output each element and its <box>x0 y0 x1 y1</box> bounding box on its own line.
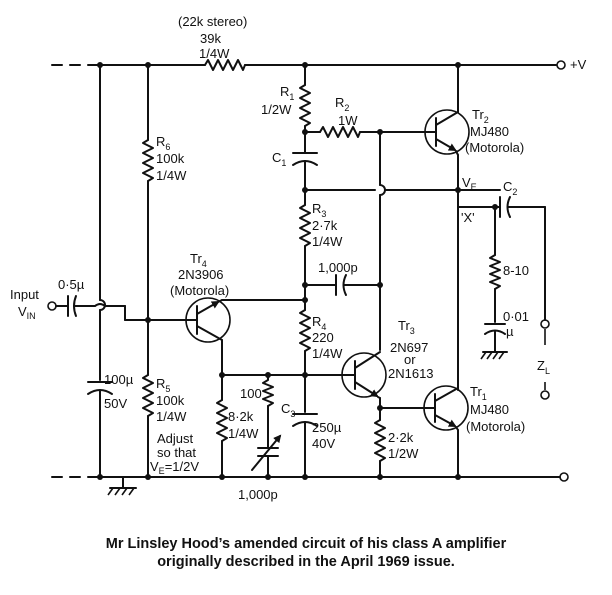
input-cap-label: 0·5µ <box>58 277 85 292</box>
figure-caption: Mr Linsley Hood’s amended circuit of his… <box>0 535 612 571</box>
resistor-100 <box>262 374 274 407</box>
r6-label: R6 <box>156 134 170 152</box>
resistor-zobel <box>489 254 501 290</box>
resistor-r6 <box>142 139 154 182</box>
adjust-line-2: so that <box>157 445 196 460</box>
load-terminal-top <box>540 319 550 329</box>
supply-label: +V <box>570 57 587 72</box>
c-decouple-voltage-label: 50V <box>104 396 127 411</box>
ve-label: VE <box>462 175 477 192</box>
adjust-line-3: VE=1/2V <box>150 459 199 476</box>
r-100-label: 100 <box>240 386 262 401</box>
c-1000p-trimmer-label: 1,000p <box>238 487 278 502</box>
r-8k2-label: 8·2k <box>228 409 254 424</box>
r6-value-label: 100k <box>156 151 185 166</box>
resistor-8k2 <box>216 399 228 442</box>
transistor-tr3 <box>339 351 387 398</box>
c1-label: C1 <box>272 150 286 168</box>
c3-voltage-label: 40V <box>312 436 335 451</box>
r-2k2-label: 2·2k <box>388 430 414 445</box>
tr1-label: Tr1 <box>470 384 487 402</box>
zobel-ground-symbol <box>480 351 508 360</box>
c-decouple-label: 100µ <box>104 372 134 387</box>
r5-value-label: 100k <box>156 393 185 408</box>
c2-label: C2 <box>503 179 517 197</box>
tr3-part-b-label: 2N1613 <box>388 366 434 381</box>
tr4-label: Tr4 <box>190 251 207 269</box>
tr3-part-a-label: 2N697 <box>390 340 428 355</box>
c-1000p-label: 1,000p <box>318 260 358 275</box>
zobel-c-unit-label: µ <box>506 324 514 339</box>
tr4-maker-label: (Motorola) <box>170 283 229 298</box>
r3-power-label: 1/4W <box>312 234 343 249</box>
r-8k2-power-label: 1/4W <box>228 426 259 441</box>
r5-power-label: 1/4W <box>156 409 187 424</box>
r-2k2-power-label: 1/2W <box>388 446 419 461</box>
tr1-part-label: MJ480 <box>470 402 509 417</box>
x-node-label: 'X' <box>461 210 475 225</box>
resistor-r1 <box>299 84 311 127</box>
tr2-maker-label: (Motorola) <box>465 140 524 155</box>
r2-label: R2 <box>335 95 349 113</box>
chassis-ground-symbol <box>107 476 137 496</box>
capacitor-1000p-trimmer <box>251 434 282 471</box>
caption-line-1: Mr Linsley Hood’s amended circuit of his… <box>105 536 507 552</box>
input-label: Input <box>10 287 39 302</box>
load-terminal-bottom <box>540 390 550 400</box>
r3-label: R3 <box>312 201 326 219</box>
tr2-part-label: MJ480 <box>470 124 509 139</box>
r5-label: R5 <box>156 376 170 394</box>
zobel-c-label: 0·01 <box>503 309 529 324</box>
c3-value-label: 250µ <box>312 420 342 435</box>
resistor-2k2 <box>374 419 386 462</box>
resistor-r3 <box>299 204 311 247</box>
r1-power-label: 1/2W <box>261 102 292 117</box>
tr3-label: Tr3 <box>398 318 415 336</box>
r3-value-label: 2·7k <box>312 218 338 233</box>
resistor-39k <box>204 59 246 71</box>
r2-power-label: 1W <box>338 113 358 128</box>
caption-line-2: originally described in the April 1969 i… <box>157 554 455 570</box>
transistor-tr1 <box>423 385 469 431</box>
r4-value-label: 220 <box>312 330 334 345</box>
r-top-power-label: 1/4W <box>199 46 230 61</box>
r1-label: R1 <box>280 84 294 102</box>
resistor-r4 <box>299 309 311 352</box>
r-top-value-label: 39k <box>200 31 221 46</box>
transistor-tr2 <box>419 109 470 155</box>
tr2-label: Tr2 <box>472 107 489 125</box>
resistor-r5 <box>142 374 154 417</box>
input-terminal <box>47 301 57 311</box>
stereo-note-label: (22k stereo) <box>178 14 247 29</box>
resistor-r2 <box>319 126 361 138</box>
r6-power-label: 1/4W <box>156 168 187 183</box>
r4-power-label: 1/4W <box>312 346 343 361</box>
tr4-part-label: 2N3906 <box>178 267 224 282</box>
zobel-r-label: 8-10 <box>503 263 529 278</box>
c3-label: C3 <box>281 401 295 419</box>
supply-terminal <box>556 60 566 70</box>
tr3-or-label: or <box>404 352 416 367</box>
transistor-tr4 <box>185 297 231 343</box>
circuit-schematic: (22k stereo) 39k 1/4W +V R1 1/2W R2 1W C… <box>10 14 587 502</box>
vin-label: VIN <box>18 304 36 321</box>
ground-terminal <box>559 472 569 482</box>
tr1-maker-label: (Motorola) <box>466 419 525 434</box>
adjust-line-1: Adjust <box>157 431 194 446</box>
r4-label: R4 <box>312 314 326 332</box>
zl-label: ZL <box>537 358 550 376</box>
